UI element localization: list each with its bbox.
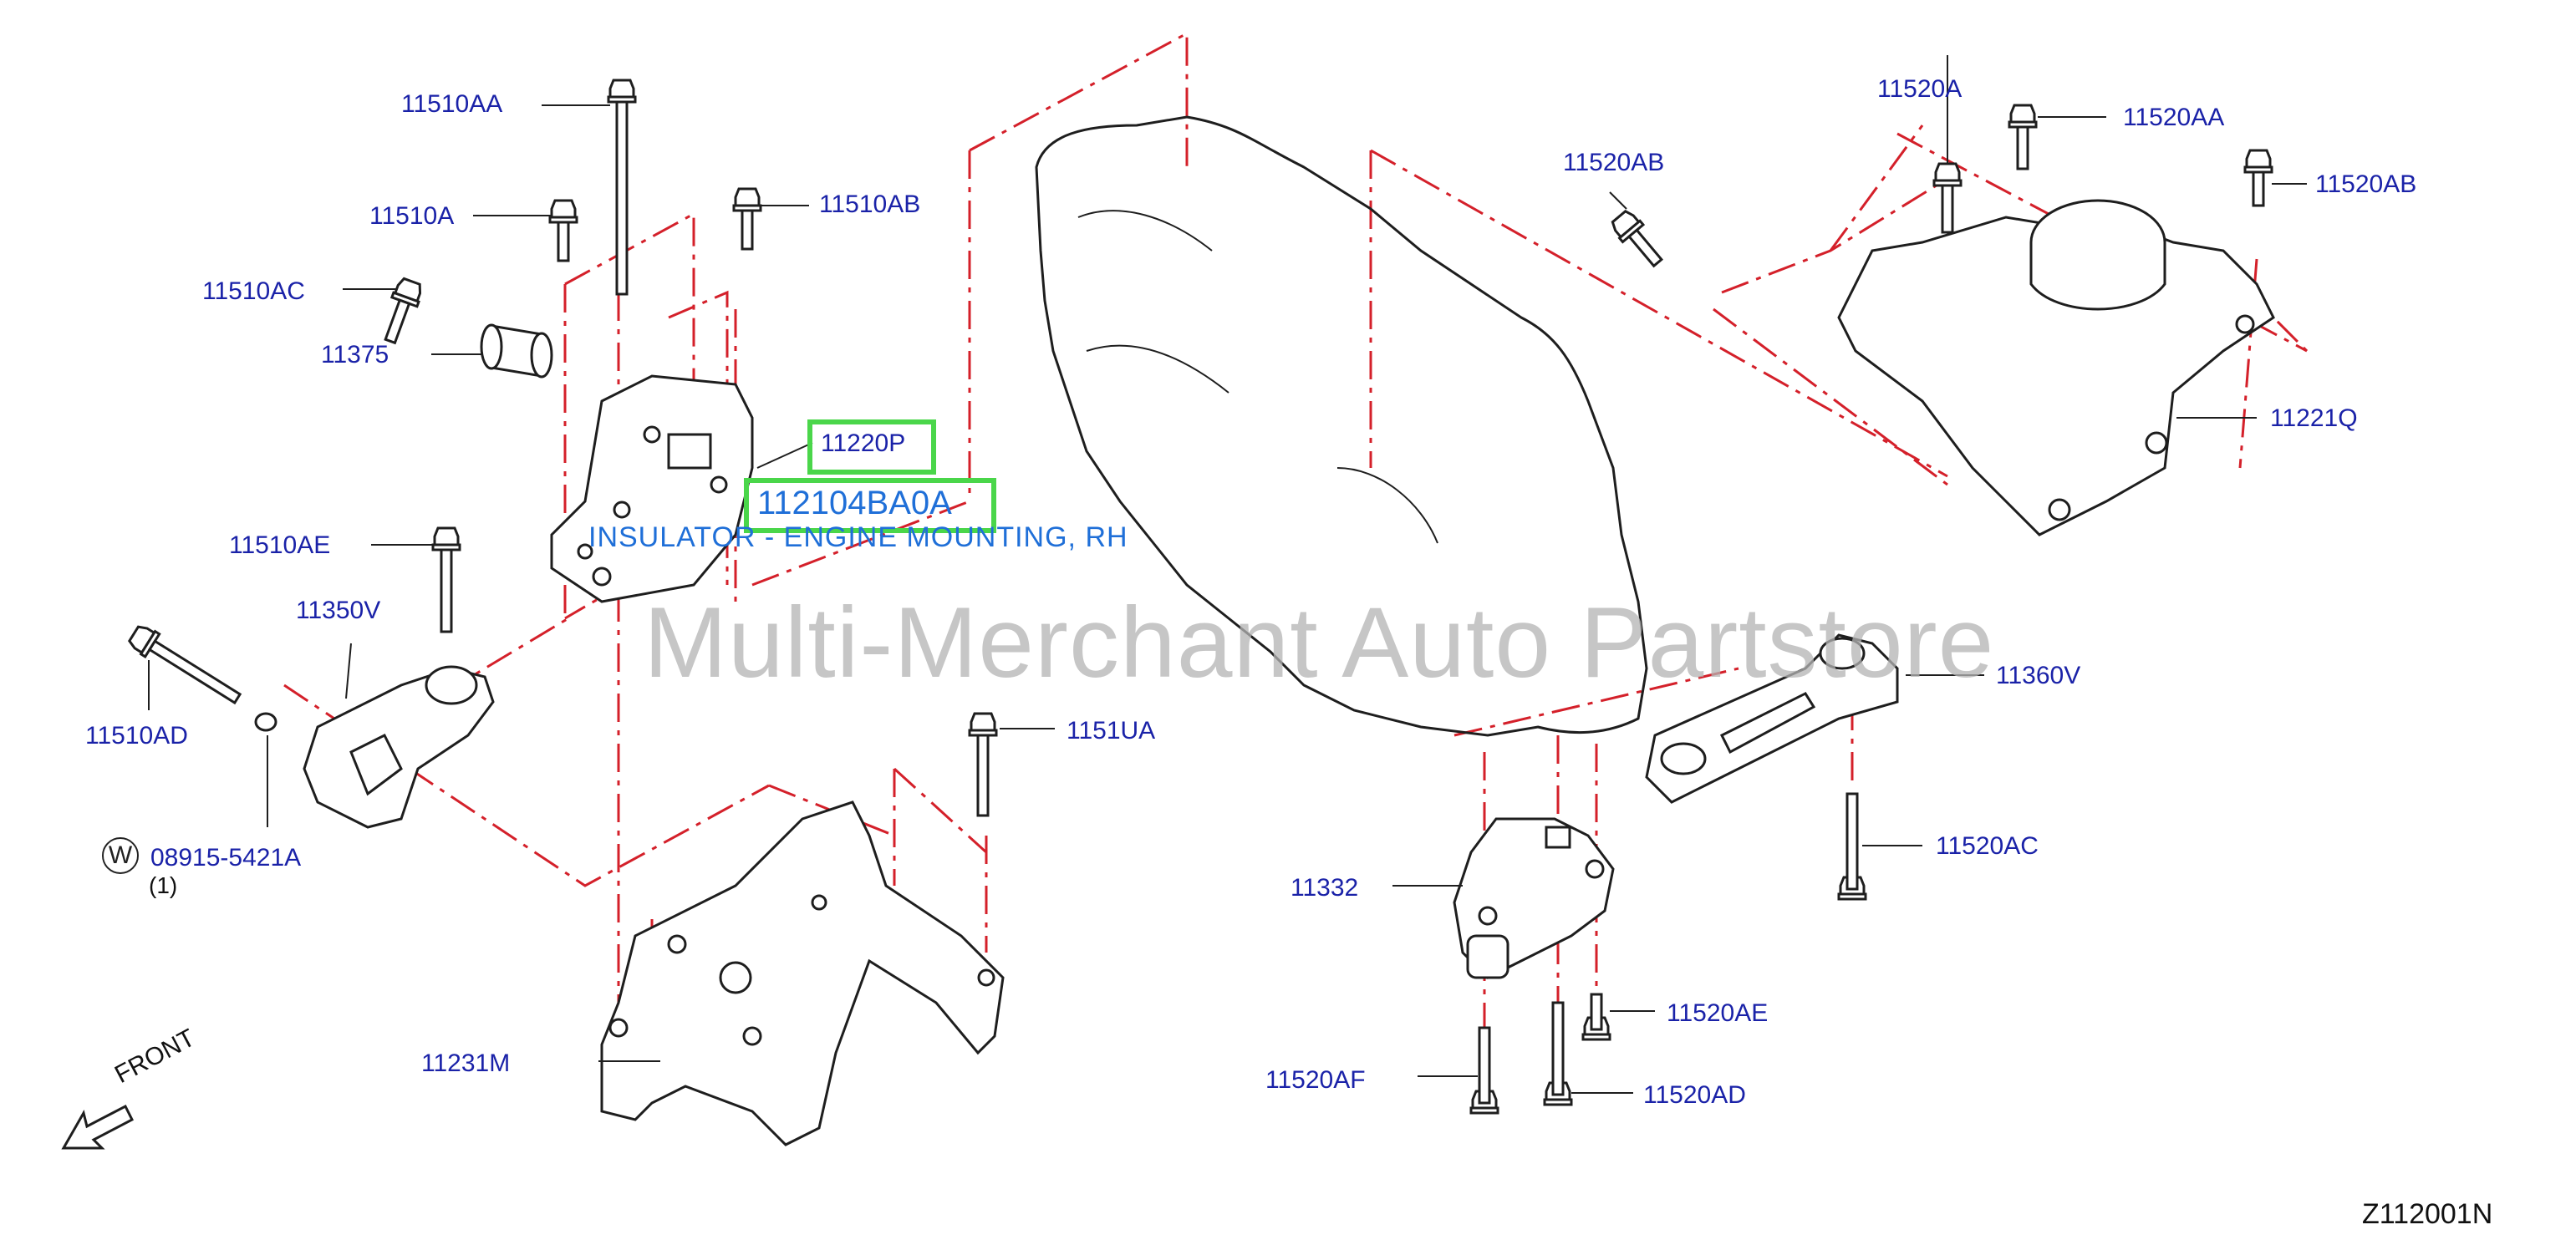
diagram-code: Z112001N — [2362, 1198, 2493, 1230]
label-11520AB-right[interactable]: 11520AB — [2315, 170, 2417, 198]
mount-bracket-left — [550, 374, 754, 603]
part-description: INSULATOR - ENGINE MOUNTING, RH — [588, 521, 1128, 553]
label-11510AE[interactable]: 11510AE — [229, 531, 331, 559]
label-11510AD[interactable]: 11510AD — [85, 722, 188, 750]
highlight-112104BA0A-text: 112104BA0A — [757, 485, 952, 521]
label-11520AF[interactable]: 11520AF — [1265, 1066, 1366, 1094]
label-11332[interactable]: 11332 — [1291, 874, 1359, 902]
bolts-left — [125, 79, 998, 817]
washer-symbol-icon: W — [102, 837, 139, 874]
leader-lines — [148, 55, 2307, 1094]
label-11375[interactable]: 11375 — [321, 341, 389, 368]
bolts-right — [1607, 104, 2273, 268]
lower-bracket-11332 — [1453, 817, 1615, 979]
torque-rod-left — [254, 665, 495, 829]
label-11231M[interactable]: 11231M — [421, 1049, 511, 1077]
mount-bushing-cylinder — [480, 323, 553, 379]
highlight-11220P[interactable]: 11220P — [807, 419, 936, 475]
label-11520AE[interactable]: 11520AE — [1667, 999, 1769, 1027]
label-11350V[interactable]: 11350V — [296, 597, 381, 624]
front-arrow-icon — [61, 1104, 135, 1150]
label-11510AA[interactable]: 11510AA — [401, 90, 503, 118]
washer-quantity: (1) — [149, 872, 178, 898]
label-11510AC[interactable]: 11510AC — [202, 277, 305, 305]
watermark: Multi-Merchant Auto Partstore — [644, 587, 1995, 699]
label-11520AD[interactable]: 11520AD — [1643, 1081, 1746, 1109]
lower-bracket-11231M — [600, 800, 1005, 1146]
label-11221Q[interactable]: 11221Q — [2270, 404, 2358, 432]
bolts-lower-right — [1469, 792, 1867, 1115]
label-11510AB[interactable]: 11510AB — [819, 191, 921, 218]
torque-rod-right — [1645, 633, 1899, 804]
highlight-11220P-text: 11220P — [821, 429, 906, 457]
highlight-112104BA0A[interactable]: 112104BA0A — [744, 478, 996, 533]
engine-outline — [1035, 115, 1648, 737]
label-11520A[interactable]: 11520A — [1877, 75, 1963, 103]
label-11520AB-left[interactable]: 11520AB — [1563, 149, 1665, 176]
label-11520AA[interactable]: 11520AA — [2123, 104, 2225, 131]
mount-bracket-right — [1837, 199, 2275, 536]
label-1151UA[interactable]: 1151UA — [1067, 717, 1156, 745]
label-08915-5421A[interactable]: 08915-5421A — [150, 844, 302, 872]
label-11360V[interactable]: 11360V — [1996, 662, 2081, 689]
label-11510A[interactable]: 11510A — [369, 202, 455, 230]
label-11520AC[interactable]: 11520AC — [1936, 832, 2039, 860]
